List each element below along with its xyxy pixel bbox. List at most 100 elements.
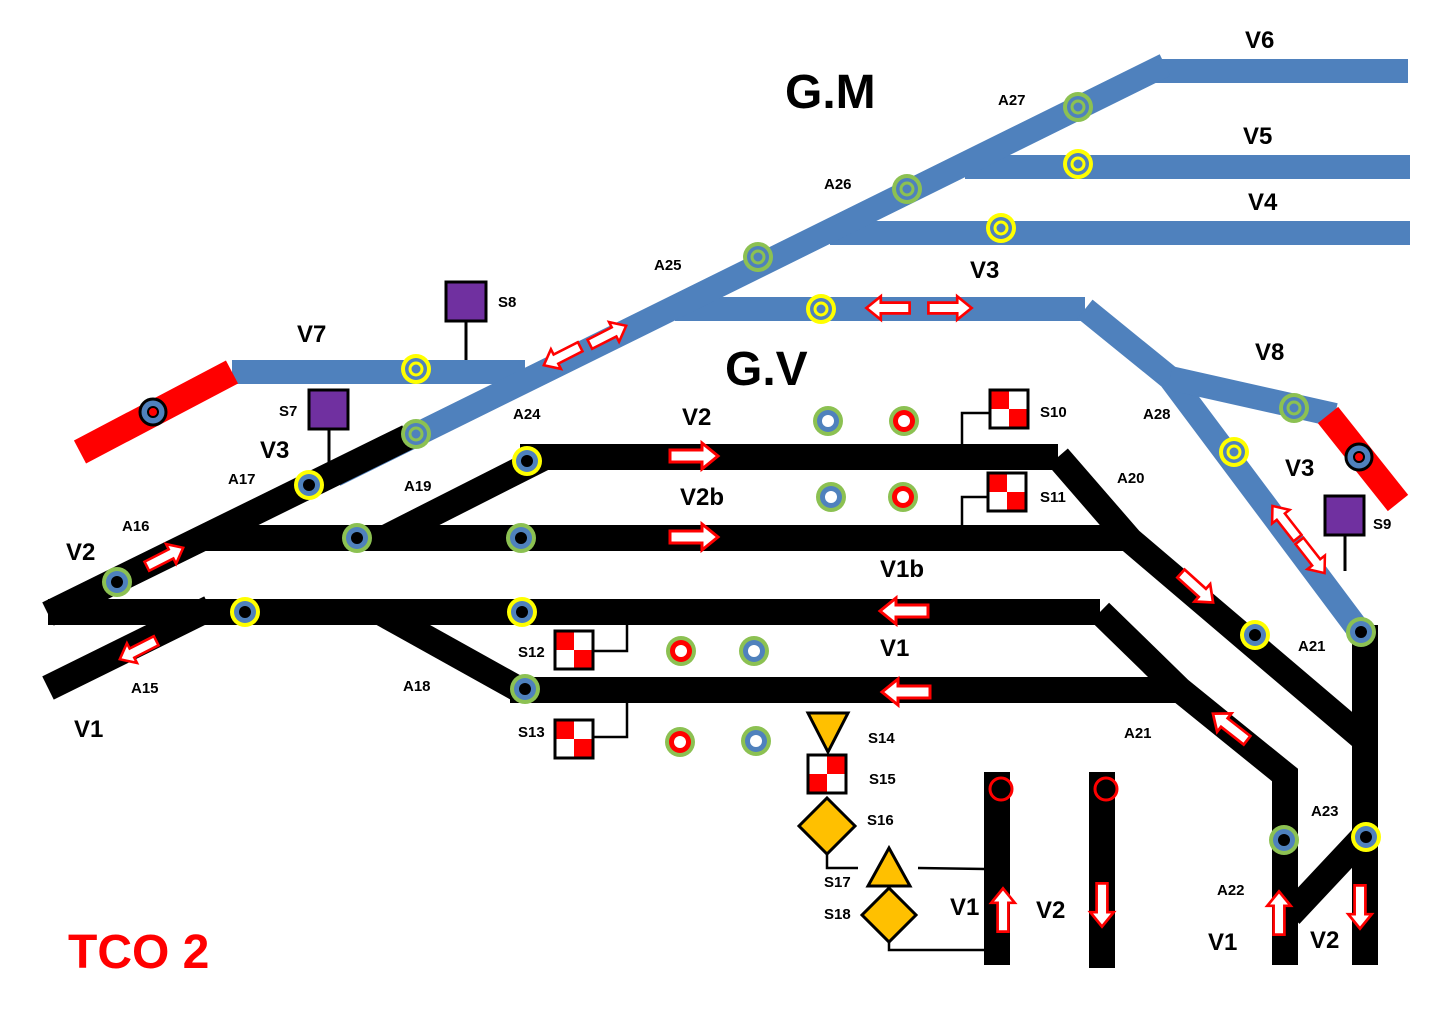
label-a18: A18 [403,678,431,695]
signal-s8[interactable] [444,280,488,360]
buffer-marker-v7[interactable] [138,397,168,427]
label-v2-left: V2 [66,539,95,566]
ring-center [303,479,315,491]
ring-center [1070,156,1086,172]
ring-v7[interactable] [401,354,431,384]
ring-center [1278,834,1290,846]
signal-s17[interactable] [865,844,913,888]
label-a23: A23 [1311,803,1339,820]
ring-v1[interactable] [230,597,260,627]
label-a28: A28 [1143,406,1171,423]
label-a24: A24 [513,406,541,423]
label-a25: A25 [654,257,682,274]
ring-a18[interactable] [510,674,540,704]
ring-center [1249,629,1261,641]
ring-center [1070,99,1086,115]
label-v6: V6 [1245,27,1274,54]
label-v3-right: V3 [1285,455,1314,482]
ring-v8[interactable] [1279,393,1309,423]
ring-a19[interactable] [342,523,372,553]
indicator-v2b-red[interactable] [888,482,918,512]
ring-a23[interactable] [1351,822,1381,852]
ring-center [897,491,909,503]
label-a16: A16 [122,518,150,535]
ring-a24[interactable] [512,446,542,476]
ring-a16[interactable] [102,567,132,597]
ring-center [1355,626,1367,638]
ring-center [822,415,834,427]
signal-s10[interactable] [960,388,1030,445]
label-v8: V8 [1255,339,1284,366]
indicator-v2-green[interactable] [813,406,843,436]
control-rings[interactable] [102,92,1381,855]
label-s7: S7 [279,403,297,420]
ring-v3-gm[interactable] [806,294,836,324]
label-v3-left: V3 [260,437,289,464]
ring-a21-v3[interactable] [1346,617,1376,647]
ring-v5[interactable] [1063,149,1093,179]
ring-a17[interactable] [294,470,324,500]
indicator-v1lower-red[interactable] [665,727,695,757]
ring-center [674,736,686,748]
signal-s18[interactable] [859,885,919,945]
label-s8: S8 [498,294,516,311]
indicator-v2b-green[interactable] [816,482,846,512]
ring-center [1286,400,1302,416]
signal-s7-head[interactable] [307,388,350,431]
ring-a26[interactable] [892,174,922,204]
signal-s7[interactable] [307,388,350,465]
buffer-marker-v8[interactable] [1344,442,1374,472]
signal-s9-head[interactable] [1323,494,1366,537]
siding-end-v1[interactable] [988,776,1014,802]
label-a15: A15 [131,680,159,697]
indicator-v1-red[interactable] [666,636,696,666]
label-v1-bottom: V1 [1208,929,1237,956]
ring-center [813,301,829,317]
ring-a22[interactable] [1269,825,1299,855]
ring-center [521,455,533,467]
label-s18: S18 [824,906,851,923]
track-gm-main[interactable] [329,54,1171,486]
ring-a27[interactable] [1063,92,1093,122]
label-s12: S12 [518,644,545,661]
ring-center [111,576,123,588]
ring-v2b[interactable] [506,523,536,553]
label-s15: S15 [869,771,896,788]
label-s16: S16 [867,812,894,829]
label-a22: A22 [1217,882,1245,899]
signal-s18-post [887,942,985,952]
signal-s8-head[interactable] [444,280,488,323]
ring-a25[interactable] [743,242,773,272]
indicator-v1lower-green[interactable] [741,726,771,756]
label-v2-bottom: V2 [1310,927,1339,954]
signal-s11[interactable] [960,471,1028,525]
ring-a21[interactable] [1240,620,1270,650]
label-v1-left: V1 [74,716,103,743]
label-a21-b: A21 [1124,725,1152,742]
label-v2-siding: V2 [1036,897,1065,924]
ring-center [898,415,910,427]
zone-title-gm: G.M [785,66,876,119]
signal-s16[interactable] [796,795,858,857]
indicator-v2-red[interactable] [889,406,919,436]
label-v1-gv: V1 [880,635,909,662]
indicator-v1-green[interactable] [739,636,769,666]
track-a18-diag[interactable] [373,600,527,702]
signal-s12[interactable] [553,624,629,671]
track-labels: V6 V5 V4 V3 V7 V8 V3 V3 V2 V1 V2 V2b V1b… [66,27,1339,956]
ring-center [899,181,915,197]
ring-v1-gv[interactable] [507,597,537,627]
track-v2-right[interactable] [1048,448,1374,750]
track-a23-diag[interactable] [1280,826,1375,924]
signal-s13[interactable] [553,703,629,760]
signal-s15[interactable] [806,753,848,795]
ring-a19-blue[interactable] [401,419,431,449]
signal-s14[interactable] [805,711,851,756]
ring-a28[interactable] [1219,437,1249,467]
ring-center [675,645,687,657]
siding-end-v2[interactable] [1093,776,1119,802]
ring-v4[interactable] [986,213,1016,243]
signal-s9[interactable] [1323,494,1366,571]
label-v2b: V2b [680,484,724,511]
ring-center [519,683,531,695]
